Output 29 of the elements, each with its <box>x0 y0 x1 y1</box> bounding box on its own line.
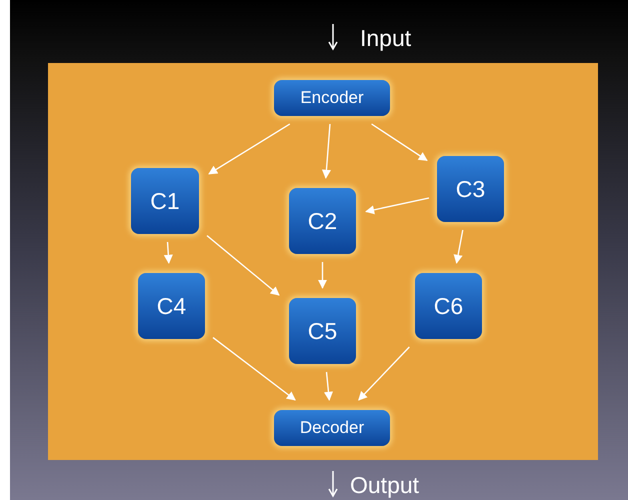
process-box <box>131 168 199 234</box>
arrow <box>318 262 328 289</box>
process-box <box>437 156 504 222</box>
node-label: Decoder <box>300 418 364 438</box>
process-box <box>274 410 390 446</box>
process-box <box>274 80 390 116</box>
arrow <box>365 197 430 214</box>
arrow <box>208 123 290 174</box>
io-label: Output <box>350 472 420 498</box>
arrow <box>212 337 296 401</box>
node-label: Encoder <box>300 88 364 108</box>
arrow <box>164 242 173 264</box>
process-box <box>415 273 482 339</box>
process-box <box>289 188 356 254</box>
arrow <box>206 235 280 296</box>
process-box <box>138 273 205 339</box>
node-label: C1 <box>150 188 180 214</box>
arrow <box>322 124 331 179</box>
arrow <box>454 230 464 264</box>
node-label: C6 <box>434 292 464 320</box>
process-box <box>289 298 356 364</box>
node-label: C2 <box>308 208 338 234</box>
arrow <box>358 346 410 401</box>
arrow <box>324 372 333 401</box>
node-label: C5 <box>308 318 338 344</box>
arrow <box>371 123 428 161</box>
node-label: C4 <box>156 292 186 320</box>
node-label: C3 <box>456 176 486 202</box>
io-label: Input <box>360 25 412 51</box>
